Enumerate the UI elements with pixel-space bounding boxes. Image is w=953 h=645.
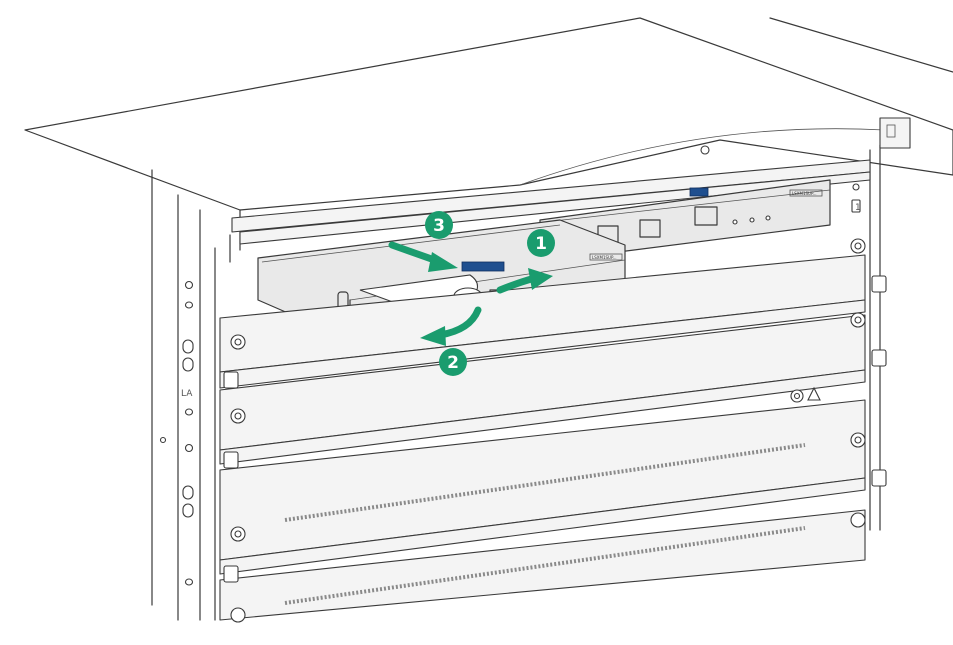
step-badge-2: 2 xyxy=(439,348,467,376)
rack-post-left: LA xyxy=(151,169,201,621)
esd-warning-icon xyxy=(807,386,821,401)
step-badge-3: 3 xyxy=(425,211,453,239)
installed-card-name: LSXM1SUP... xyxy=(792,191,817,196)
step-badge-2-number: 2 xyxy=(447,353,459,373)
step-3-arrow xyxy=(388,241,458,272)
filler-panels xyxy=(219,254,866,621)
upper-slot xyxy=(231,159,871,245)
step-1-arrow xyxy=(496,268,553,294)
step-badge-1: 1 xyxy=(527,229,555,257)
grounding-icon xyxy=(790,389,804,403)
inserting-card-name: LSXM1SUP... xyxy=(592,255,617,260)
chassis-frame: 1 xyxy=(214,117,911,621)
left-thumbscrews xyxy=(223,334,246,623)
slot-number: 1 xyxy=(855,203,861,213)
right-thumbscrews xyxy=(850,238,887,528)
rack-side-label: LA xyxy=(181,389,193,399)
step-badge-3-number: 3 xyxy=(433,216,445,236)
step-badge-1-number: 1 xyxy=(535,234,547,254)
step-2-arrow xyxy=(420,306,482,346)
chassis-top-cover xyxy=(24,17,953,251)
